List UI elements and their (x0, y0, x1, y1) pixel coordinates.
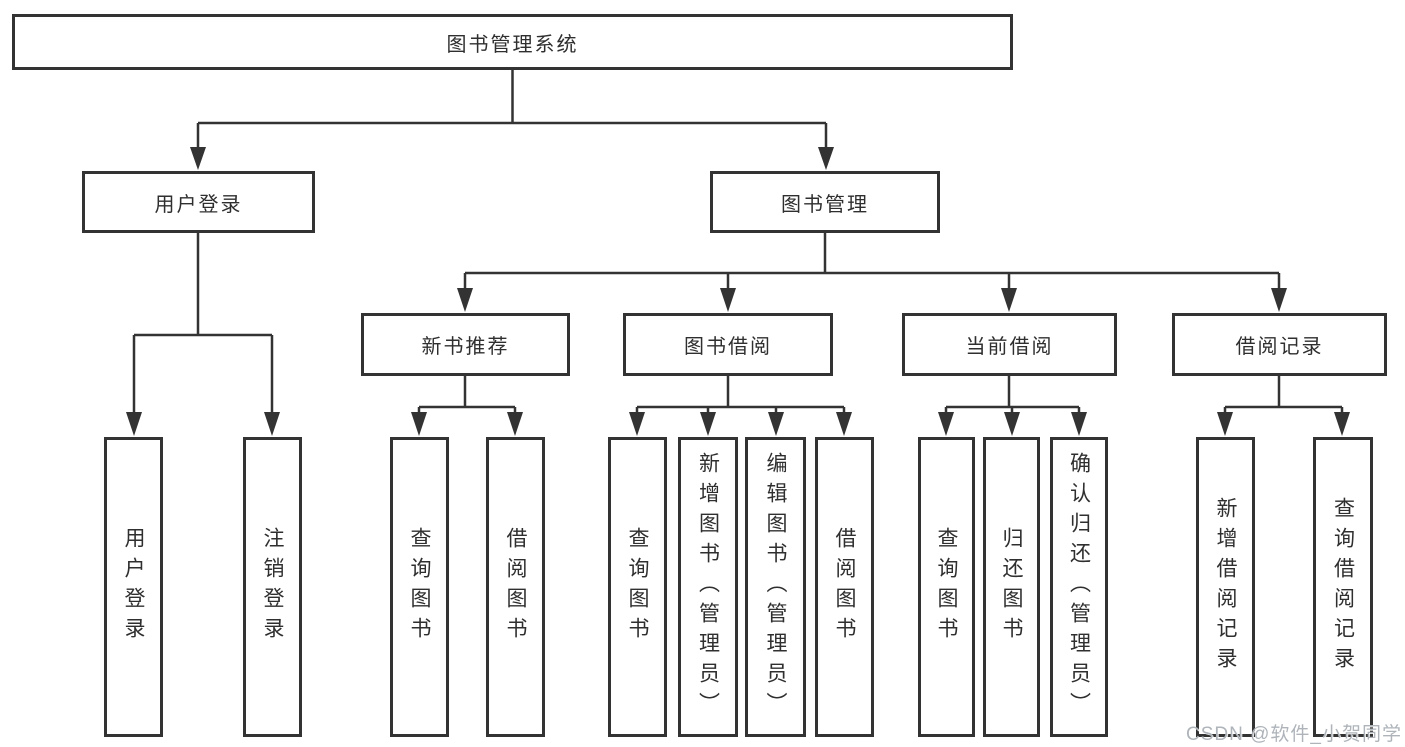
leaf-borrow-query-books-label: 查询图书 (626, 527, 649, 647)
leaf-current-query-books: 查询图书 (918, 437, 975, 737)
leaf-logout: 注销登录 (243, 437, 302, 737)
node-borrow-record: 借阅记录 (1172, 313, 1387, 376)
leaf-newbook-borrow-books-label: 借阅图书 (504, 527, 527, 647)
leaf-borrow-add-books-admin-label: 新增图书（管理员） (696, 452, 720, 722)
leaf-newbook-query-books: 查询图书 (390, 437, 449, 737)
node-book-management: 图书管理 (710, 171, 940, 233)
leaf-logout-label: 注销登录 (261, 527, 284, 647)
leaf-newbook-borrow-books: 借阅图书 (486, 437, 545, 737)
leaf-current-return-books-label: 归还图书 (1000, 527, 1023, 647)
leaf-newbook-query-books-label: 查询图书 (408, 527, 431, 647)
node-user-login: 用户登录 (82, 171, 315, 233)
leaf-record-add-label: 新增借阅记录 (1214, 497, 1237, 677)
node-current-borrow: 当前借阅 (902, 313, 1117, 376)
leaf-user-login-label: 用户登录 (122, 527, 145, 647)
leaf-current-confirm-return-admin: 确认归还（管理员） (1050, 437, 1108, 737)
leaf-borrow-borrow-books: 借阅图书 (815, 437, 874, 737)
leaf-current-query-books-label: 查询图书 (935, 527, 958, 647)
node-new-book-recommend: 新书推荐 (361, 313, 570, 376)
leaf-borrow-borrow-books-label: 借阅图书 (833, 527, 856, 647)
csdn-watermark: CSDN @软件_小贺同学 (1186, 724, 1402, 745)
leaf-user-login: 用户登录 (104, 437, 163, 737)
leaf-borrow-add-books-admin: 新增图书（管理员） (678, 437, 738, 737)
leaf-current-confirm-return-admin-label: 确认归还（管理员） (1067, 452, 1091, 722)
leaf-record-query: 查询借阅记录 (1313, 437, 1373, 737)
node-library-management-system: 图书管理系统 (12, 14, 1013, 70)
leaf-borrow-edit-books-admin-label: 编辑图书（管理员） (764, 452, 787, 722)
leaf-record-query-label: 查询借阅记录 (1331, 497, 1355, 677)
leaf-borrow-query-books: 查询图书 (608, 437, 667, 737)
leaf-current-return-books: 归还图书 (983, 437, 1040, 737)
node-book-borrow: 图书借阅 (623, 313, 833, 376)
leaf-record-add: 新增借阅记录 (1196, 437, 1255, 737)
leaf-borrow-edit-books-admin: 编辑图书（管理员） (745, 437, 806, 737)
